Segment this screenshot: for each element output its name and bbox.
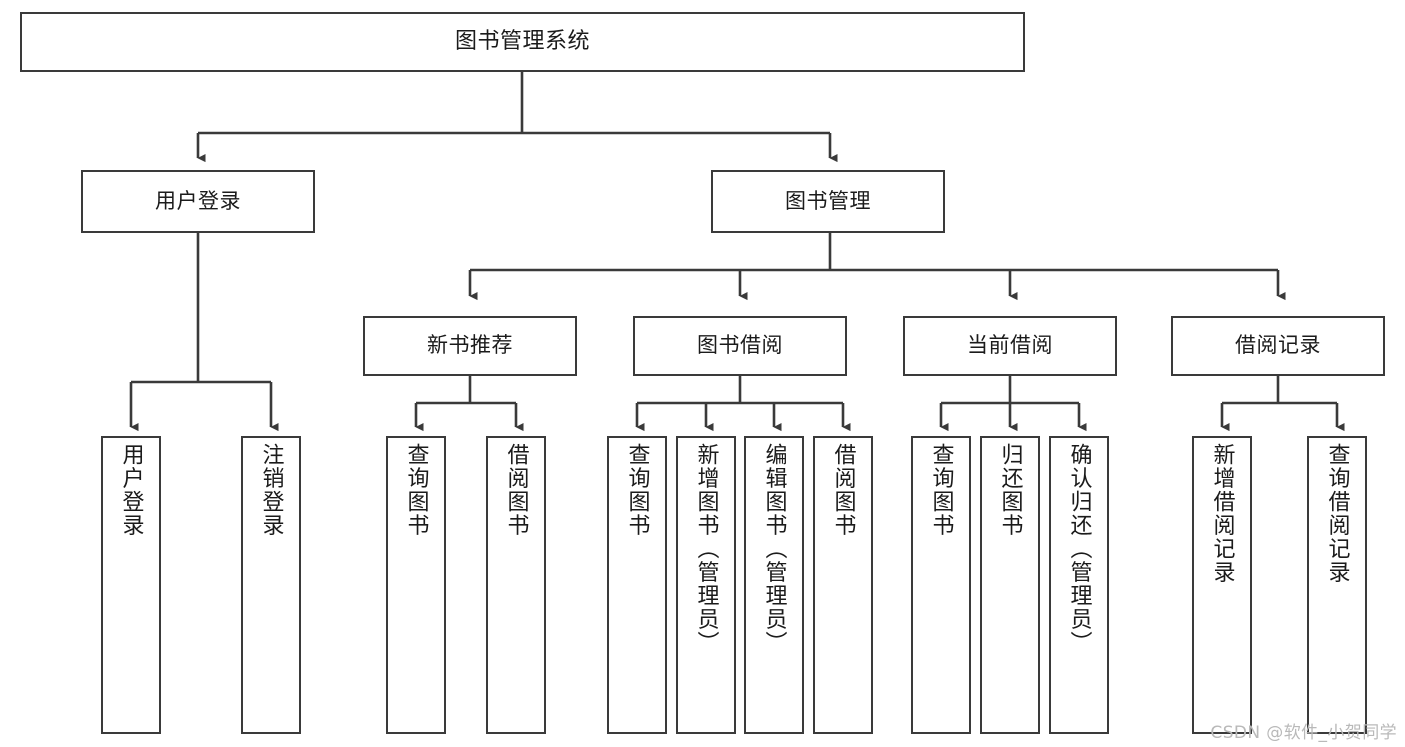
leaf-book-borrow-borrow-book[interactable]: 借阅图书 [813,436,873,734]
node-label: 确认归还（管理员） [1066,443,1092,655]
node-book-borrow[interactable]: 图书借阅 [633,316,847,376]
node-label: 当前借阅 [967,333,1053,358]
node-label: 新增借阅记录 [1209,443,1235,584]
node-label: 查询图书 [928,443,954,537]
node-user-login[interactable]: 用户登录 [81,170,315,233]
leaf-current-borrow-query-book[interactable]: 查询图书 [911,436,971,734]
node-label: 新增图书（管理员） [693,443,719,655]
node-borrow-record[interactable]: 借阅记录 [1171,316,1385,376]
leaf-new-book-borrow-book[interactable]: 借阅图书 [486,436,546,734]
node-label: 查询借阅记录 [1324,443,1350,584]
node-label: 借阅图书 [830,443,856,537]
node-label: 图书借阅 [697,333,783,358]
node-label: 归还图书 [997,443,1023,537]
node-label: 编辑图书（管理员） [761,443,787,655]
node-label: 图书管理系统 [454,28,590,54]
leaf-current-borrow-confirm-return-admin[interactable]: 确认归还（管理员） [1049,436,1109,734]
leaf-user-login-login[interactable]: 用户登录 [101,436,161,734]
watermark-text: CSDN @软件_小贺同学 [1210,723,1397,743]
leaf-book-borrow-edit-book-admin[interactable]: 编辑图书（管理员） [744,436,804,734]
leaf-borrow-record-query-record[interactable]: 查询借阅记录 [1307,436,1367,734]
node-label: 用户登录 [155,188,241,213]
node-label: 图书管理 [785,188,871,213]
node-current-borrow[interactable]: 当前借阅 [903,316,1117,376]
node-label: 借阅记录 [1235,333,1321,358]
node-label: 查询图书 [624,443,650,537]
leaf-book-borrow-add-book-admin[interactable]: 新增图书（管理员） [676,436,736,734]
leaf-new-book-query-book[interactable]: 查询图书 [386,436,446,734]
node-root-system[interactable]: 图书管理系统 [20,12,1025,72]
node-label: 新书推荐 [427,333,513,358]
leaf-borrow-record-add-record[interactable]: 新增借阅记录 [1192,436,1252,734]
node-label: 注销登录 [258,443,284,537]
leaf-book-borrow-query-book[interactable]: 查询图书 [607,436,667,734]
node-label: 查询图书 [403,443,429,537]
node-label: 借阅图书 [503,443,529,537]
node-book-management[interactable]: 图书管理 [711,170,945,233]
node-new-book-recommend[interactable]: 新书推荐 [363,316,577,376]
leaf-user-login-logout[interactable]: 注销登录 [241,436,301,734]
node-label: 用户登录 [118,443,144,537]
leaf-current-borrow-return-book[interactable]: 归还图书 [980,436,1040,734]
